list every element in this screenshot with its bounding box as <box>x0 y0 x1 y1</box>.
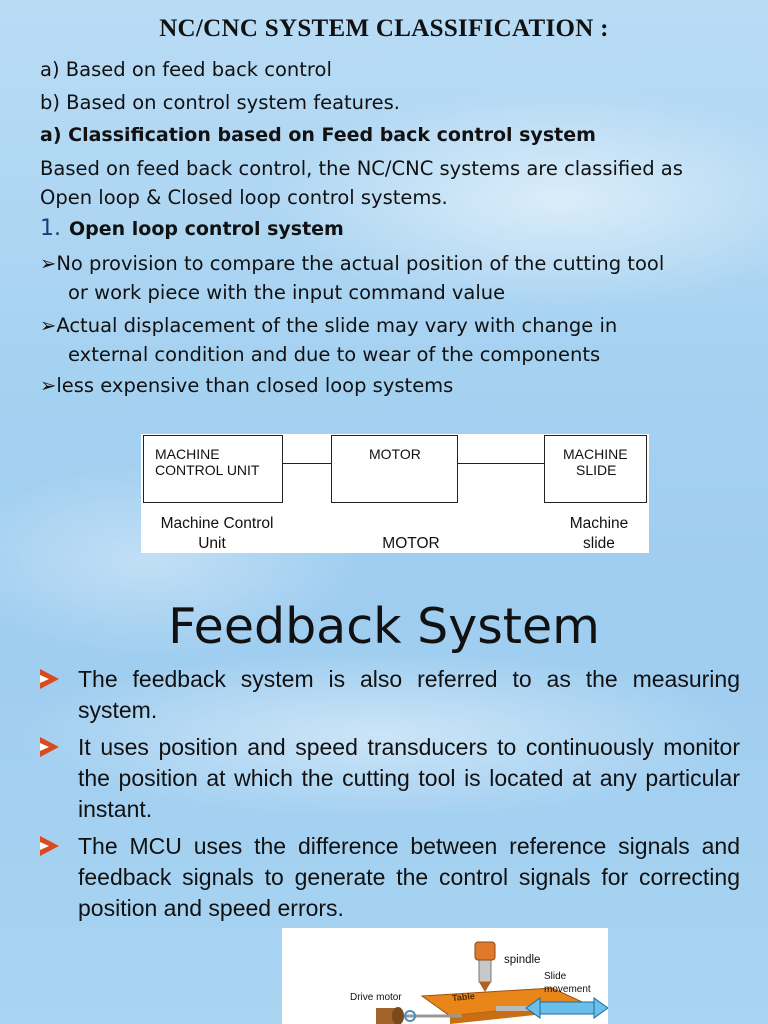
movement-label: movement <box>544 984 591 995</box>
bullet-item: ➢No provision to compare the actual posi… <box>40 252 664 275</box>
caption-line: Machine <box>569 515 629 532</box>
machine-table-figure: spindle Slide movement Drive motor Table <box>282 928 608 1024</box>
caption-line: Unit <box>198 535 226 552</box>
drive-motor-label: Drive motor <box>350 992 402 1003</box>
caption-machine-control-unit: Machine Control Unit <box>149 514 285 554</box>
open-loop-diagram: MACHINE CONTROL UNIT MOTOR MACHINE SLIDE… <box>141 434 649 553</box>
text-line: b) Based on control system features. <box>40 91 400 114</box>
arrow-bullet-icon <box>40 669 59 689</box>
section-heading: 1. Open loop control system <box>40 216 344 241</box>
box-label: MACHINE <box>563 446 628 462</box>
text-line: Based on feed back control, the NC/CNC s… <box>40 157 683 180</box>
bullet-continuation: external condition and due to wear of th… <box>68 343 601 366</box>
caption-machine-slide: Machine slide <box>551 514 647 554</box>
box-label: SLIDE <box>576 462 617 478</box>
arrow-bullet-icon: ➢ <box>40 314 57 337</box>
caption-line: Machine Control <box>160 515 274 532</box>
caption-motor: MOTOR <box>382 535 440 552</box>
subheading: a) Classification based on Feed back con… <box>40 124 596 146</box>
arrow-bullet-icon <box>40 836 59 856</box>
machine-slide-box: MACHINE SLIDE <box>544 435 647 503</box>
bullet-item: The MCU uses the difference between refe… <box>40 831 740 924</box>
arrow-bullet-icon <box>40 737 59 757</box>
section-heading-text: Open loop control system <box>69 218 344 240</box>
bullet-item: ➢less expensive than closed loop systems <box>40 374 453 397</box>
bullet-item: The feedback system is also referred to … <box>40 664 740 726</box>
connector-line <box>283 463 331 465</box>
slide-title: NC/CNC SYSTEM CLASSIFICATION : <box>159 15 609 42</box>
bullet-text: less expensive than closed loop systems <box>56 374 454 397</box>
text-line: a) Based on feed back control <box>40 58 332 81</box>
slide-open-loop: NC/CNC SYSTEM CLASSIFICATION : a) Based … <box>40 15 683 553</box>
bullet-continuation: or work piece with the input command val… <box>68 281 506 304</box>
bullet-text: The MCU uses the difference between refe… <box>78 833 740 921</box>
slide-label: Slide <box>544 971 567 982</box>
bullet-text: The feedback system is also referred to … <box>78 666 740 723</box>
text-line: Open loop & Closed loop control systems. <box>40 186 448 209</box>
bullet-text: It uses position and speed transducers t… <box>78 734 740 822</box>
arrow-bullet-icon: ➢ <box>40 252 57 275</box>
box-label: MOTOR <box>369 446 421 462</box>
feedback-bullet-list: The feedback system is also referred to … <box>40 664 740 930</box>
machine-control-unit-box: MACHINE CONTROL UNIT <box>143 435 283 503</box>
bullet-text: No provision to compare the actual posit… <box>56 252 665 275</box>
motor-box: MOTOR <box>331 435 458 503</box>
box-label: CONTROL UNIT <box>155 462 260 478</box>
arrow-bullet-icon: ➢ <box>40 374 57 397</box>
spindle-label: spindle <box>504 954 541 966</box>
bullet-text: Actual displacement of the slide may var… <box>56 314 618 337</box>
bullet-item: ➢Actual displacement of the slide may va… <box>40 314 617 337</box>
machine-illustration <box>376 941 608 1024</box>
bullet-item: It uses position and speed transducers t… <box>40 732 740 825</box>
slide-title: Feedback System <box>168 598 600 655</box>
section-number: 1. <box>40 216 61 241</box>
box-label: MACHINE <box>155 446 220 462</box>
connector-line <box>458 463 544 465</box>
caption-line: slide <box>583 535 615 552</box>
